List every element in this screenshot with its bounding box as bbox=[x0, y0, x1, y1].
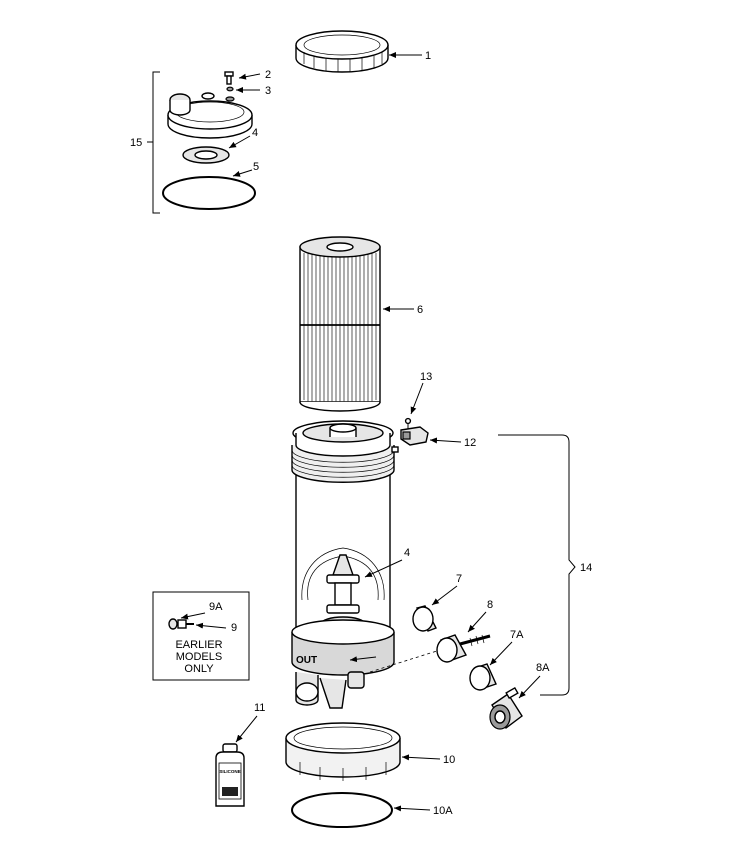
bottom-lock-ring bbox=[285, 722, 401, 781]
port-alignment-dashed-line bbox=[369, 649, 441, 673]
filter-housing: OUT bbox=[291, 420, 399, 709]
callout-6: 6 bbox=[417, 304, 423, 316]
filter-cartridge bbox=[299, 236, 381, 412]
lock-ring bbox=[295, 30, 389, 73]
drain-plug bbox=[412, 605, 437, 632]
housing-marking: OUT bbox=[296, 655, 317, 666]
lid-gasket bbox=[182, 146, 230, 164]
callout-leaders bbox=[180, 52, 541, 812]
callout-5: 5 bbox=[253, 161, 259, 173]
callout-10: 10 bbox=[443, 754, 455, 766]
hose-clamp bbox=[400, 426, 429, 446]
union-fitting bbox=[489, 686, 523, 730]
earlier-models-line2: MODELS bbox=[176, 651, 222, 663]
callout-3: 3 bbox=[265, 85, 271, 97]
bottle-label-text: SILICONE bbox=[219, 769, 240, 774]
earlier-models-box bbox=[152, 591, 250, 681]
callout-2: 2 bbox=[265, 69, 271, 81]
callout-4-top: 4 bbox=[252, 127, 258, 139]
callout-13: 13 bbox=[420, 371, 432, 383]
bottom-o-ring bbox=[291, 792, 393, 828]
callout-7a: 7A bbox=[510, 629, 524, 641]
callout-8: 8 bbox=[487, 599, 493, 611]
drain-bolt bbox=[436, 634, 491, 663]
callout-11: 11 bbox=[254, 702, 265, 714]
lid-assembly-bracket bbox=[147, 71, 160, 214]
screw-o-ring bbox=[226, 86, 234, 92]
callout-7: 7 bbox=[456, 573, 462, 585]
clamp-screw bbox=[404, 417, 412, 429]
earlier-models-line3: ONLY bbox=[184, 663, 214, 675]
callout-10a: 10A bbox=[433, 805, 453, 817]
callout-9a: 9A bbox=[209, 601, 223, 613]
plug-7a bbox=[469, 663, 497, 691]
callout-1: 1 bbox=[425, 50, 431, 62]
earlier-models-line1: EARLIER bbox=[175, 639, 222, 651]
callout-12: 12 bbox=[464, 437, 476, 449]
callout-14: 14 bbox=[580, 562, 592, 574]
bleed-screw bbox=[224, 71, 234, 85]
callout-8a: 8A bbox=[536, 662, 550, 674]
callout-15: 15 bbox=[130, 137, 142, 149]
callout-4-mid: 4 bbox=[404, 547, 410, 559]
silicone-bottle bbox=[215, 743, 245, 807]
filter-lid bbox=[167, 92, 253, 139]
housing-assembly-bracket bbox=[498, 434, 576, 696]
callout-9: 9 bbox=[231, 622, 237, 634]
lid-o-ring bbox=[162, 176, 256, 210]
